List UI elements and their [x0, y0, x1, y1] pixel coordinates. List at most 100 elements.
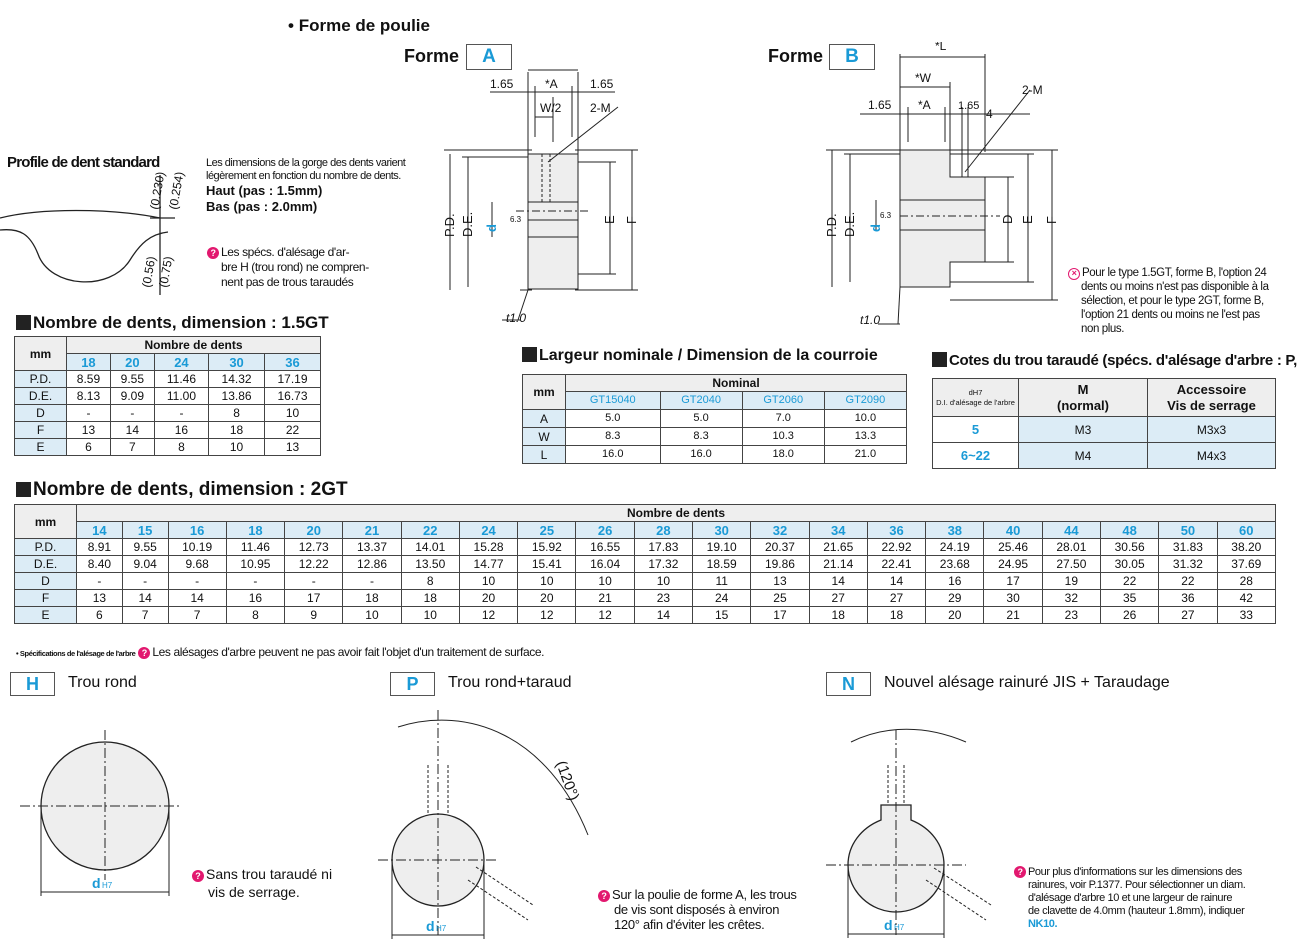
column-header: 30: [692, 521, 752, 539]
table-cell: 27: [1158, 606, 1218, 624]
profile-v3: (0.56): [139, 255, 158, 288]
table-cell: 36: [1158, 589, 1218, 607]
column-header: 18: [225, 521, 286, 539]
table-cell: 35: [1099, 589, 1160, 607]
table-cell: 27.50: [1041, 555, 1102, 573]
tapped-d: 6~22: [932, 442, 1019, 469]
table-cell: -: [66, 404, 111, 422]
table-cell: 16.73: [264, 387, 321, 405]
row-header: D.E.: [14, 387, 67, 405]
table-cell: 11.46: [225, 538, 286, 556]
table-cell: 21.65: [808, 538, 868, 556]
table-cell: 17: [750, 606, 810, 624]
column-header: 15: [121, 521, 169, 539]
table-cell: 12: [575, 606, 635, 624]
row-header: P.D.: [14, 370, 67, 388]
table-cell: 17.19: [264, 370, 321, 388]
dim-gap-a1: 1.65: [490, 77, 514, 91]
table-head: Nominal: [565, 374, 907, 392]
table-cell: 8: [153, 438, 210, 456]
table-cell: 10: [400, 606, 460, 624]
note-icon: ?: [192, 870, 204, 882]
table-cell: -: [76, 572, 123, 590]
table-cell: 14: [167, 589, 227, 607]
table-cell: 10: [458, 572, 519, 590]
bore-p-h7: H7: [436, 924, 447, 933]
dim-rough-a: 6.3: [510, 215, 522, 224]
bore-n-d: d: [884, 917, 893, 933]
table-cell: 14: [866, 572, 927, 590]
bore-h-name: Trou rond: [68, 674, 137, 691]
dim-a-b: *A: [918, 98, 931, 112]
table-cell: 11.46: [153, 370, 210, 388]
bore-h-box: H: [10, 672, 55, 696]
table-cell: 14: [121, 589, 169, 607]
table-cell: 18: [400, 589, 460, 607]
table-cell: 26: [1099, 606, 1160, 624]
table-cell: 13.50: [400, 555, 460, 573]
tapped-head-m: M(normal): [1018, 378, 1148, 417]
column-header: GT2090: [823, 391, 908, 410]
table-cell: 16.0: [659, 445, 743, 464]
table-cell: 20: [458, 589, 519, 607]
table-cell: 42: [1216, 589, 1277, 607]
column-header: 40: [983, 521, 1043, 539]
table-cell: 10: [208, 438, 266, 456]
bore-p-box: P: [390, 672, 435, 696]
table-cell: 30: [983, 589, 1043, 607]
table-cell: 9.55: [109, 370, 155, 388]
dim-gap-b1: 1.65: [868, 98, 892, 112]
dim-dd-b: D: [1000, 215, 1015, 224]
table-cell: 19.86: [750, 555, 810, 573]
table-cell: 30.05: [1099, 555, 1160, 573]
profile-title: Profile de dent standard: [7, 154, 160, 171]
section-square-icon: [16, 482, 31, 497]
table-cell: 16.04: [575, 555, 635, 573]
column-header: 32: [750, 521, 810, 539]
spec-note-label: • Spécifications de l'alésage de l'arbre: [16, 649, 136, 658]
table-cell: 37.69: [1216, 555, 1277, 573]
table-cell: 14: [109, 421, 155, 439]
dim-pd-a: P.D.: [442, 213, 457, 237]
table-cell: 38.20: [1216, 538, 1277, 556]
table-cell: 13: [66, 421, 111, 439]
table-cell: 6: [76, 606, 123, 624]
table-cell: 10: [264, 404, 321, 422]
table-cell: 9.55: [121, 538, 169, 556]
column-header: 38: [925, 521, 985, 539]
tooth-profile-drawing: (0.230) (0.254) (0.56) (0.75): [0, 171, 187, 295]
note-icon: ?: [1014, 866, 1026, 878]
table-cell: 17: [284, 589, 344, 607]
dim-w-b: *W: [915, 71, 932, 85]
bore-n-h7: H7: [894, 923, 905, 932]
dim-gap-b2: 1.65: [958, 100, 979, 112]
dim-de-a: D.E.: [460, 212, 475, 237]
t2-title: Nombre de dents, dimension : 2GT: [16, 479, 348, 501]
column-header: 34: [808, 521, 868, 539]
table-cell: 7: [121, 606, 169, 624]
dim-f-b: F: [1044, 216, 1059, 224]
tapped-v: M4x3: [1147, 442, 1276, 469]
dim-d-b: d: [868, 224, 883, 232]
belt-title: Largeur nominale / Dimension de la courr…: [522, 347, 878, 365]
table-cell: 22: [264, 421, 321, 439]
dim-l: *L: [935, 42, 947, 53]
table-cell: 27: [808, 589, 868, 607]
tapped-d: 5: [932, 416, 1019, 443]
table-cell: 17.83: [633, 538, 694, 556]
bore-p-d: d: [426, 918, 435, 934]
table-cell: 16.55: [575, 538, 635, 556]
table-cell: 23: [1041, 606, 1102, 624]
tapped-title: Cotes du trou taraudé (spécs. d'alésage …: [932, 352, 1300, 369]
column-header: 48: [1099, 521, 1160, 539]
table-cell: 24.19: [925, 538, 985, 556]
table-cell: 14: [808, 572, 868, 590]
